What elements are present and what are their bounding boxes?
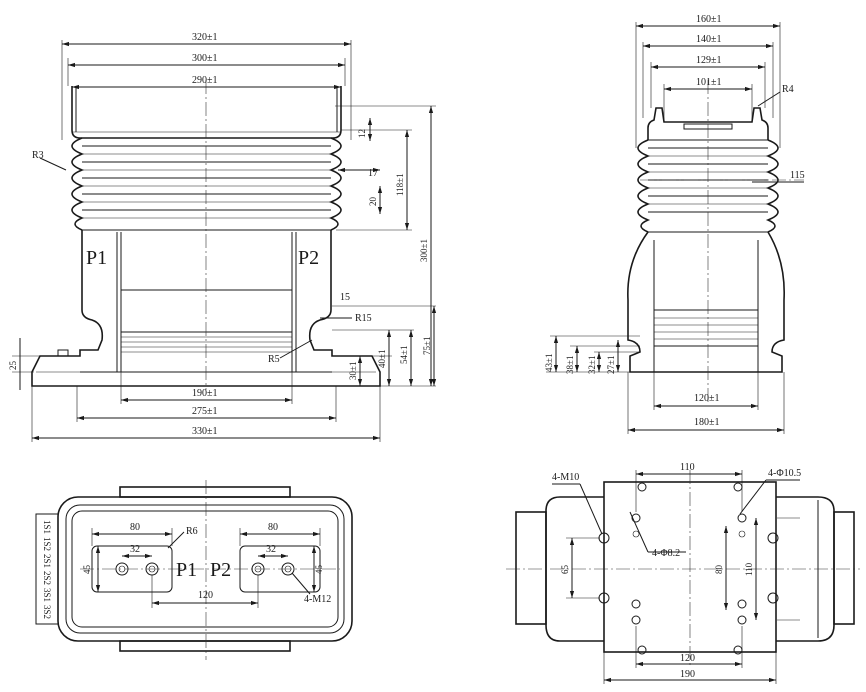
dim-front-330: 330±1 <box>192 426 218 437</box>
dim-side-38: 38±1 <box>565 356 575 374</box>
dim-front-275: 275±1 <box>192 406 218 417</box>
dim-front-290: 290±1 <box>192 75 218 86</box>
dim-side-115: 115 <box>790 170 805 181</box>
dim-top-32a: 32 <box>130 544 140 555</box>
dim-front-300v: 300±1 <box>419 239 429 262</box>
dim-front-40: 40±1 <box>377 350 387 368</box>
dim-front-15: 15 <box>340 292 350 303</box>
dim-top-45b: 45 <box>314 565 324 575</box>
dim-front-190: 190±1 <box>192 388 218 399</box>
dim-front-17: 17 <box>368 168 378 179</box>
dim-top-80a: 80 <box>130 522 140 533</box>
dim-bottom-65: 65 <box>560 565 570 575</box>
dim-top-120: 120 <box>198 590 213 601</box>
front-r5-label: R5 <box>268 354 280 365</box>
terminal-2s1: 2S1 <box>42 554 52 568</box>
dim-bottom-120: 120 <box>680 653 695 664</box>
secondary-terminal-block <box>35 513 59 625</box>
dim-side-43: 43±1 <box>544 354 554 372</box>
dim-side-27: 27±1 <box>606 356 616 374</box>
dim-top-80b: 80 <box>268 522 278 533</box>
dim-bottom-190: 190 <box>680 669 695 680</box>
dim-bottom-80: 80 <box>714 565 724 575</box>
bottom-d82-label: 4-Φ8.2 <box>652 548 680 559</box>
dim-top-32b: 32 <box>266 544 276 555</box>
front-r3-label: R3 <box>32 150 44 161</box>
terminal-1s2: 1S2 <box>42 537 52 551</box>
dim-side-180: 180±1 <box>694 417 720 428</box>
dim-side-160: 160±1 <box>696 14 722 25</box>
bottom-d105-label: 4-Φ10.5 <box>768 468 801 479</box>
dim-bottom-110v: 110 <box>744 562 754 576</box>
top-view: 1S1 1S2 2S1 2S2 3S1 3S2 P1 P2 80 80 32 3… <box>35 480 353 660</box>
dim-side-101: 101±1 <box>696 77 722 88</box>
dim-front-54: 54±1 <box>399 346 409 364</box>
dim-side-120: 120±1 <box>694 393 720 404</box>
dim-front-30: 30±1 <box>348 362 358 380</box>
side-left-dimensions: 43±1 38±1 32±1 27±1 <box>544 335 640 374</box>
dim-front-12: 12 <box>357 129 367 138</box>
top-hole-label: 4-M12 <box>304 594 331 605</box>
top-r6-label: R6 <box>186 526 198 537</box>
top-p2-label: P2 <box>210 559 231 581</box>
side-bottom-dimensions: 120±1 180±1 <box>627 372 785 434</box>
terminal-3s2: 3S2 <box>42 605 52 619</box>
front-view: P1 P2 320±1 300±1 290±1 12 17 20 118±1 3… <box>8 32 437 442</box>
dim-side-129: 129±1 <box>696 55 722 66</box>
terminal-1s1: 1S1 <box>42 520 52 534</box>
front-p2-label: P2 <box>298 247 319 269</box>
bottom-m10-label: 4-M10 <box>552 472 579 483</box>
bottom-view: 110 120 190 65 80 110 4-M10 4-Φ10.5 4-Φ8… <box>506 462 860 684</box>
dim-bottom-110: 110 <box>680 462 695 473</box>
front-top-dimensions: 320±1 300±1 290±1 <box>61 32 352 140</box>
dim-side-32: 32±1 <box>587 356 597 374</box>
dim-front-25: 25 <box>8 361 18 371</box>
front-r15-label: R15 <box>355 313 372 324</box>
dim-side-140: 140±1 <box>696 34 722 45</box>
front-p1-label: P1 <box>86 247 107 269</box>
side-view: 160±1 140±1 129±1 101±1 R4 115 43±1 38±1… <box>544 14 805 434</box>
top-p1-label: P1 <box>176 559 197 581</box>
dim-front-118: 118±1 <box>395 173 405 196</box>
front-bottom-dimensions: 190±1 275±1 330±1 <box>31 372 381 442</box>
side-top-dimensions: 160±1 140±1 129±1 101±1 <box>635 14 781 148</box>
dim-front-20: 20 <box>368 197 378 207</box>
side-r4-label: R4 <box>782 84 794 95</box>
terminal-3s1: 3S1 <box>42 588 52 602</box>
dim-front-320: 320±1 <box>192 32 218 43</box>
dim-front-300: 300±1 <box>192 53 218 64</box>
dim-front-75: 75±1 <box>422 337 432 355</box>
dim-top-45a: 45 <box>82 565 92 575</box>
terminal-2s2: 2S2 <box>42 571 52 585</box>
front-right-dimensions: 12 17 20 118±1 300±1 R15 40±1 30±1 54±1 … <box>320 105 437 387</box>
